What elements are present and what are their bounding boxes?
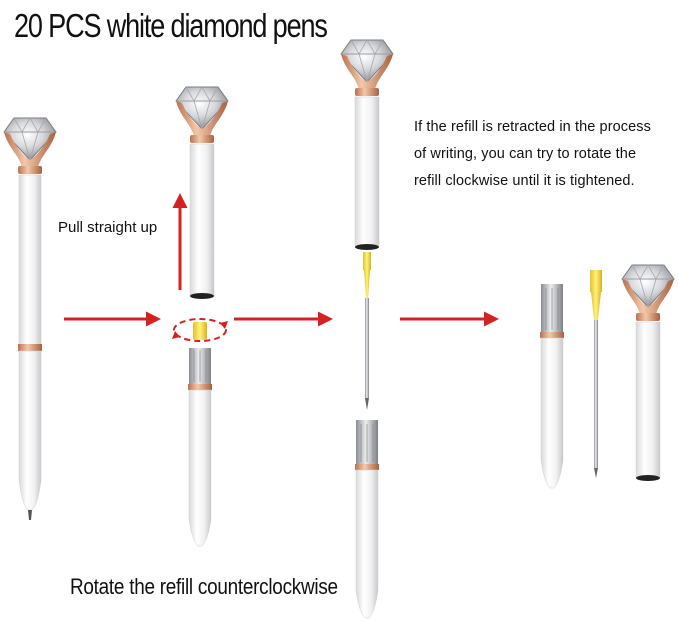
pull-instruction: Pull straight up (58, 219, 158, 236)
diamond-icon (340, 39, 394, 97)
note-line-3: refill clockwise until it is tightened. (414, 173, 635, 189)
page-title: 20 PCS white diamond pens (14, 7, 328, 44)
note-line-1: If the refill is retracted in the proces… (414, 119, 652, 135)
pen-top-section (175, 86, 229, 299)
assembled-pen (3, 117, 57, 520)
pen-bottom-with-refill (172, 318, 228, 547)
pen-disassembled-parts (540, 264, 675, 489)
rotate-instruction: Rotate the refill counterclockwise (70, 574, 338, 599)
diamond-icon (3, 117, 57, 175)
note-line-2: of writing, you can try to rotate the (414, 146, 637, 162)
refill-tip-note: If the refill is retracted in the proces… (414, 114, 676, 195)
diamond-icon (621, 264, 675, 322)
rotate-arrow-icon (173, 318, 227, 342)
pen-exploded-view (340, 39, 394, 619)
diamond-icon (175, 86, 229, 144)
